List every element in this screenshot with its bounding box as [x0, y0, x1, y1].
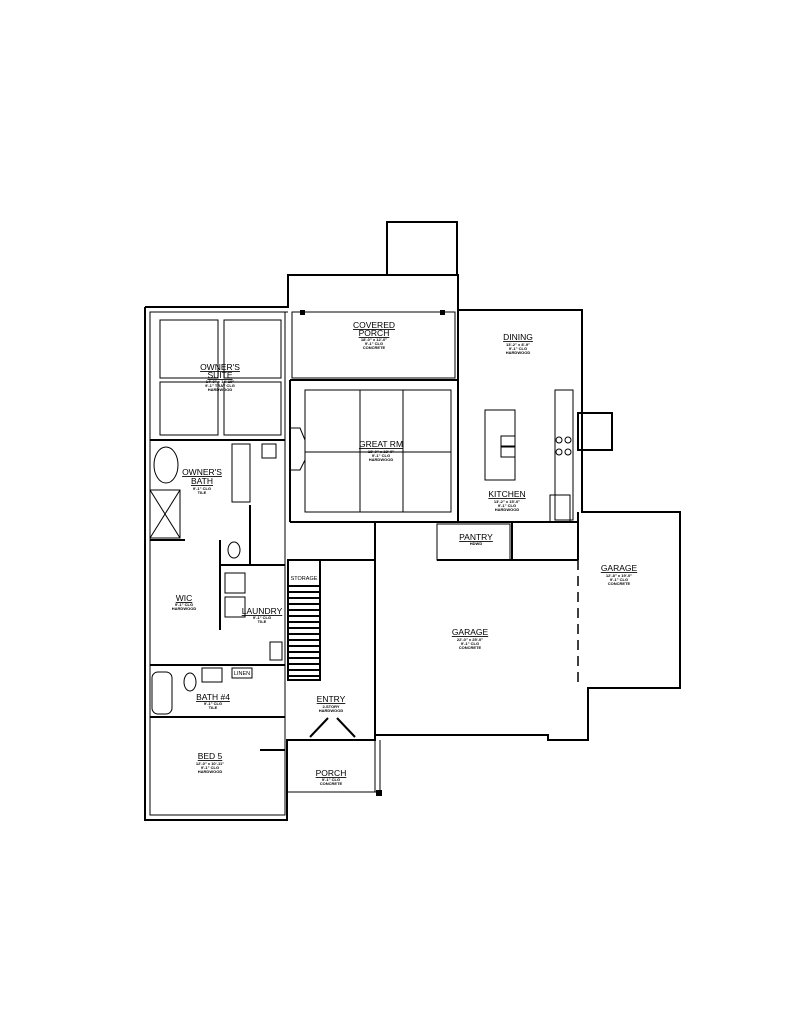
shower	[149, 489, 181, 539]
room-label: WIC	[176, 593, 193, 603]
room-floor: TILE	[198, 490, 207, 495]
room-ceiling: 9'-1" CLG	[372, 453, 390, 458]
staircase: STORAGE	[287, 559, 321, 681]
counter	[554, 389, 574, 521]
cooktop-burner	[555, 436, 563, 444]
storage-label: STORAGE	[291, 576, 318, 582]
room-label: SUITE	[207, 370, 232, 380]
room-label: LAUNDRY	[242, 606, 283, 616]
room-label: PANTRY	[459, 532, 493, 542]
room-floor: CONCRETE	[459, 645, 482, 650]
room-ceiling: 9'-1" CLG	[201, 765, 219, 770]
shower-drain	[261, 443, 277, 459]
room-ceiling: 9'-1" CLG	[193, 486, 211, 491]
garages: GARAGE 22'-0" x 25'-0" 9'-1" CLG CONCRET…	[374, 512, 681, 735]
fireplace	[290, 427, 306, 471]
washer	[224, 572, 246, 594]
sink	[500, 446, 516, 458]
room-floor: HARDWOOD	[208, 387, 233, 392]
room-label: PORCH	[359, 328, 390, 338]
room-floor: HARDWOOD	[369, 457, 394, 462]
porch-post	[376, 790, 382, 796]
room-ceiling: 9'-1" CLG	[498, 503, 516, 508]
room-label: PORCH	[316, 768, 347, 778]
owners-suite: OWNER'S SUITE 14'-0" x 14'-10" 9'-1" TRA…	[150, 319, 285, 441]
dryer	[224, 596, 246, 618]
great-room: GREAT RM 18'-0" x 18'-0" 9'-1" CLG HARDW…	[289, 310, 578, 523]
room-floor: HARDWOOD	[506, 350, 531, 355]
room-dims: 12'-0" x 10'-11"	[196, 761, 224, 766]
owners-bath-wic-laundry: OWNER'S BATH 9'-1" CLG TILE WIC 9'-1" CL…	[149, 443, 285, 666]
room-floor: HDWD	[470, 541, 483, 546]
room-label: OWNER'S	[182, 467, 222, 477]
sink	[500, 435, 516, 447]
exterior-walls	[144, 221, 681, 821]
room-floor: HARDWOOD	[319, 708, 344, 713]
linen-closet	[231, 667, 253, 679]
chimney-bump	[386, 221, 458, 276]
laundry-sink	[269, 641, 283, 661]
linen-label: LINEN	[234, 671, 250, 677]
kitchen-island	[484, 409, 516, 481]
room-label: ENTRY	[317, 694, 346, 704]
room-label: COVERED	[353, 320, 395, 330]
room-dims: 14'-0" x 14'-10"	[206, 379, 234, 384]
room-label: KITCHEN	[488, 489, 525, 499]
room-dims: 12'-8" x 19'-0"	[606, 573, 632, 578]
bath4-bed5-entry-porch: LINEN BATH #4 9'-1" CLG TILE BED 5 12'-0…	[150, 559, 381, 793]
room-floor: TILE	[258, 619, 267, 624]
room-dims: 18'-0" x 12'-0"	[361, 337, 387, 342]
tub	[153, 446, 179, 484]
room-floor: HARDWOOD	[495, 507, 520, 512]
room-dims: 18'-0" x 18'-0"	[368, 449, 394, 454]
vanity	[231, 443, 251, 503]
room-ceiling: 9'-1" CLG	[175, 602, 193, 607]
room-ceiling: 9'-1" CLG	[204, 701, 222, 706]
room-floor: CONCRETE	[320, 781, 343, 786]
toilet	[227, 541, 241, 559]
room-ceiling: 9'-1" CLG	[253, 615, 271, 620]
room-floor: CONCRETE	[363, 345, 386, 350]
room-floor: CONCRETE	[608, 581, 631, 586]
room-ceiling: 9'-1" CLG	[509, 346, 527, 351]
refrigerator	[549, 494, 571, 523]
room-label: GREAT RM	[359, 439, 403, 449]
room-ceiling: 9'-1" CLG	[461, 641, 479, 646]
tub	[151, 671, 173, 715]
room-ceiling: 9'-1" CLG	[610, 577, 628, 582]
vanity	[201, 667, 223, 683]
kitchen-bump	[577, 412, 613, 451]
room-label: GARAGE	[452, 627, 489, 637]
room-dims: 13'-2" x 8'-9"	[506, 342, 530, 347]
room-label: BATH #4	[196, 692, 230, 702]
room-dims: 13'-2" x 15'-0"	[494, 499, 520, 504]
room-ceiling: 9'-1" CLG	[365, 341, 383, 346]
room-label: BED 5	[198, 751, 223, 761]
toilet	[183, 672, 197, 692]
room-floor: TILE	[209, 705, 218, 710]
room-label: DINING	[503, 332, 533, 342]
room-dims: 22'-0" x 25'-0"	[457, 637, 483, 642]
room-ceiling: 9'-1" CLG	[322, 777, 340, 782]
room-label: BATH	[191, 476, 213, 486]
room-label: GARAGE	[601, 563, 638, 573]
room-label: OWNER'S	[200, 362, 240, 372]
room-floor: HARDWOOD	[198, 769, 223, 774]
room-ceiling: 9'-1" TRAY CLG	[205, 383, 235, 388]
room-floor: HARDWOOD	[172, 606, 197, 611]
room-ceiling: 2-STORY	[322, 704, 339, 709]
covered-porch: COVERED PORCH 18'-0" x 12'-0" 9'-1" CLG …	[290, 311, 458, 381]
dining-kitchen: DINING 13'-2" x 8'-9" 9'-1" CLG HARDWOOD…	[436, 332, 578, 561]
